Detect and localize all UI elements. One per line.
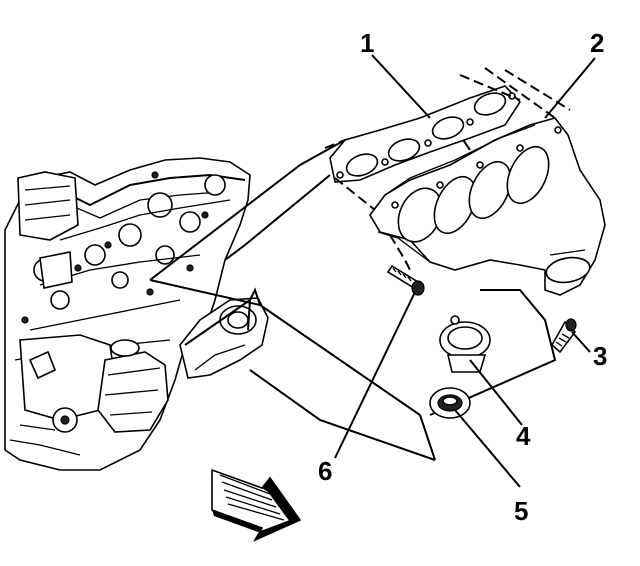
callout-6: 6 [318, 456, 332, 486]
exhaust-manifold [369, 117, 606, 296]
exhaust-manifold-gasket [329, 85, 522, 183]
manifold-stud-bolt [550, 318, 577, 354]
engine-block [4, 157, 251, 471]
alignment-dashes [324, 67, 571, 271]
callout-5: 5 [514, 496, 528, 526]
exhaust-pipe-flange [179, 297, 269, 379]
direction-arrow-icon [211, 468, 302, 542]
callout-4: 4 [516, 421, 531, 451]
callout-2: 2 [590, 28, 604, 58]
callout-1: 1 [360, 28, 374, 58]
manifold-outlet-seal-ring [429, 387, 471, 419]
callout-3: 3 [593, 341, 607, 371]
manifold-bolt [386, 264, 425, 296]
manifold-outlet-gasket [439, 315, 491, 373]
leader-lines [334, 54, 596, 488]
